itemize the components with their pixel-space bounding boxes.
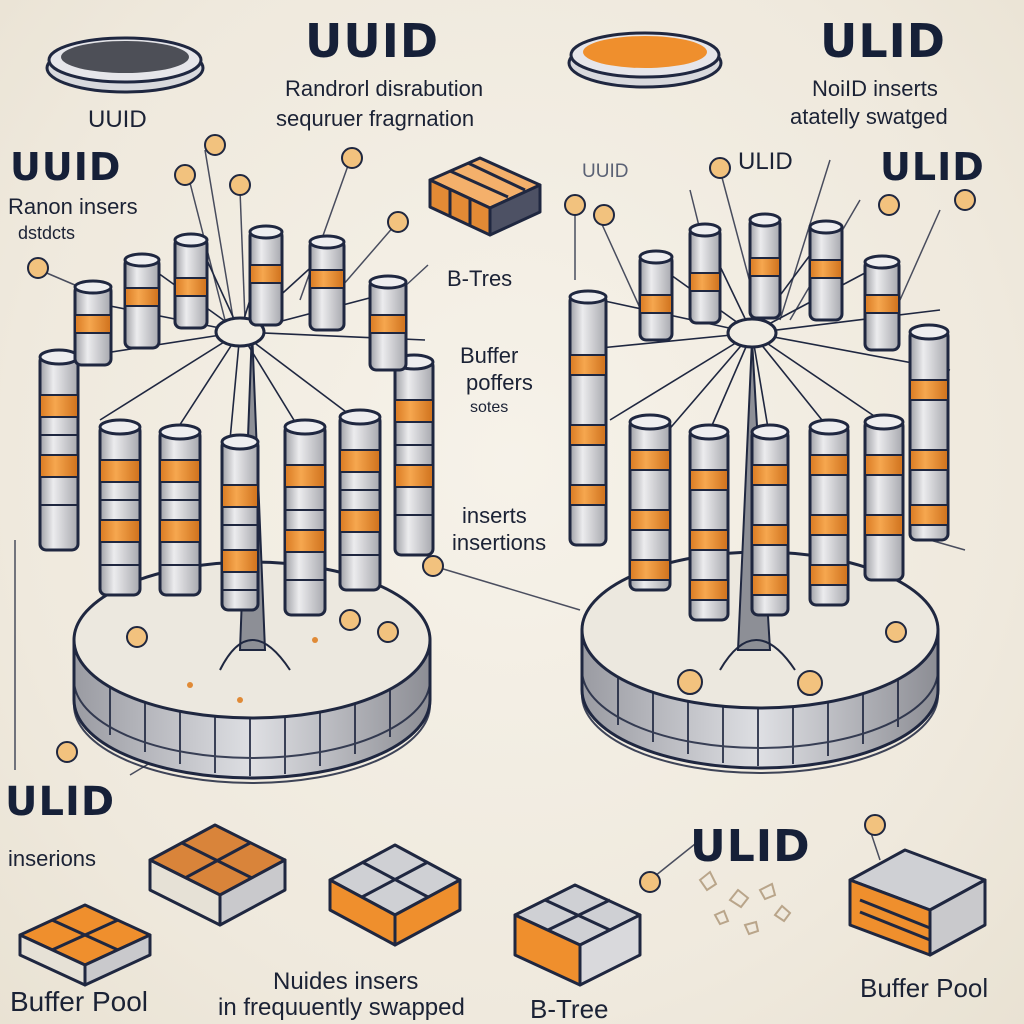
b-tree-stack-icon	[328, 843, 642, 987]
right-columns	[568, 212, 950, 622]
buffer-label: Buffer	[460, 343, 519, 368]
random-inserts-sub: dstdcts	[18, 223, 76, 243]
random-distribution-label: Randrorl disrabution	[285, 76, 484, 101]
small-uuid-label: UUID	[582, 161, 629, 182]
uuid-disk-icon	[45, 36, 205, 94]
b-tree-label: B-Tres	[447, 266, 513, 291]
heading-ulid-bottom: ULID	[690, 821, 811, 872]
insertions-label: insertions	[452, 530, 547, 555]
left-front-columns	[38, 348, 435, 617]
swapped-label: atatelly swatged	[790, 104, 948, 129]
ulid-disk-icon	[567, 31, 723, 89]
disk-caption: UUID	[88, 106, 147, 133]
insertions-left-label: inserions	[8, 846, 97, 871]
left-back-columns	[73, 224, 408, 372]
coin-markers	[27, 134, 976, 893]
ulid-inserts-label: NoiID inserts	[812, 76, 938, 101]
heading-ulid-lower-left: ULID	[5, 779, 116, 825]
b-tree-bottom-label: B-Tree	[530, 994, 609, 1024]
poffers-label: poffers	[466, 370, 533, 395]
nodes-inserts-label: Nuides insers	[273, 968, 419, 995]
buffer-pool-right-icon	[848, 848, 987, 957]
buffer-pool-left-label: Buffer Pool	[10, 986, 149, 1017]
inserts-label: inserts	[462, 503, 527, 528]
small-ulid-label: ULID	[738, 148, 793, 175]
random-inserts-label: Ranon insers	[8, 194, 138, 219]
fragmentation-label: sequruer fragrnation	[276, 106, 475, 131]
heading-ulid-right: ULID	[880, 145, 985, 189]
scatter-debris-icon	[698, 870, 792, 936]
b-tree-tower-icon	[59, 234, 432, 784]
heading-uuid-left: UUID	[10, 145, 122, 189]
title-ulid: ULID	[820, 14, 946, 68]
buffer-pool-right-label: Buffer Pool	[860, 973, 989, 1003]
frequently-swapped-label: in frequuently swapped	[218, 994, 465, 1021]
sotes-label: sotes	[470, 399, 509, 416]
title-uuid: UUID	[305, 14, 440, 68]
block-stack-icon	[428, 156, 542, 237]
buffer-pool-left-icon	[18, 823, 287, 987]
